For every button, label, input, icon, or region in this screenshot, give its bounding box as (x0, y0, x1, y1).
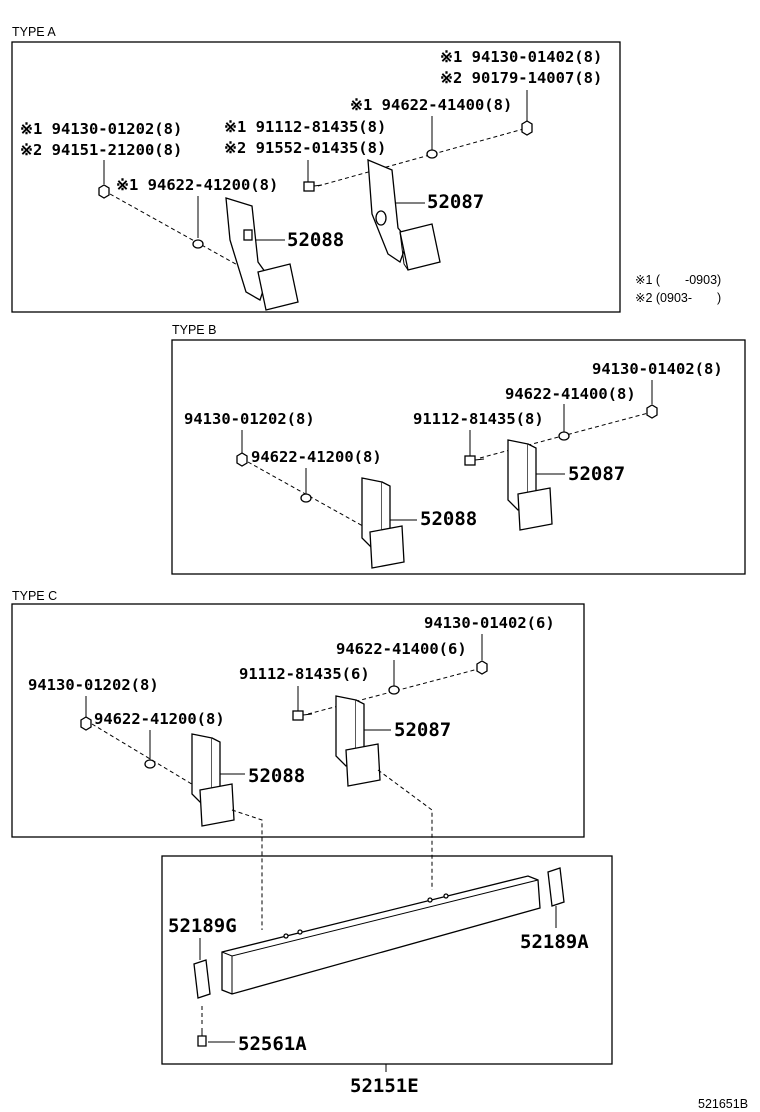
type-c-label-5: 94622-41200(8) (94, 710, 225, 728)
type-a-heading: TYPE A (12, 25, 56, 39)
nut-icon (646, 404, 658, 419)
type-a-label-3: ※1 94622-41400(8) (350, 96, 512, 114)
washer-icon (300, 493, 312, 503)
type-a-label-7: ※2 91552-01435(8) (224, 139, 386, 157)
type-a-label-5: ※2 94151-21200(8) (20, 141, 182, 159)
washer-icon (388, 685, 400, 695)
type-c-label-3: 91112-81435(6) (239, 665, 370, 683)
type-a-label-2: ※2 90179-14007(8) (440, 69, 602, 87)
type-c-frame (11, 603, 585, 838)
washer-icon (426, 149, 438, 159)
part-52088-a: 52088 (287, 229, 344, 251)
part-52189a: 52189A (520, 931, 589, 953)
type-b-label-3: 91112-81435(8) (413, 410, 544, 428)
screw-icon (197, 1035, 207, 1047)
bolt-icon (303, 181, 315, 192)
part-52189g: 52189G (168, 915, 237, 937)
diagram-id: 521651B (698, 1097, 748, 1111)
type-c-label-4: 94130-01202(8) (28, 676, 159, 694)
bolt-icon (292, 710, 304, 721)
nut-icon (521, 120, 533, 136)
part-52087-c: 52087 (394, 719, 451, 741)
nut-icon (476, 660, 488, 675)
type-c-label-2: 94622-41400(6) (336, 640, 467, 658)
washer-icon (144, 759, 156, 769)
type-c-label-1: 94130-01402(6) (424, 614, 555, 632)
bumper-frame (161, 855, 613, 1065)
type-b-frame (171, 339, 746, 575)
type-a-label-6: ※1 91112-81435(8) (224, 118, 386, 136)
end-cap-right-icon (547, 867, 565, 907)
type-b-heading: TYPE B (172, 323, 216, 337)
nut-icon (80, 716, 92, 731)
type-b-label-5: 94622-41200(8) (251, 448, 382, 466)
part-52151e: 52151E (350, 1075, 419, 1097)
part-52561a: 52561A (238, 1033, 307, 1055)
nut-icon (236, 452, 248, 467)
bolt-icon (464, 455, 476, 466)
type-b-label-1: 94130-01402(8) (592, 360, 723, 378)
note-2: ※2 (0903- ) (635, 291, 721, 305)
type-b-label-4: 94130-01202(8) (184, 410, 315, 428)
washer-icon (192, 239, 204, 249)
part-52088-b: 52088 (420, 508, 477, 530)
type-c-heading: TYPE C (12, 589, 57, 603)
part-52087-a: 52087 (427, 191, 484, 213)
washer-icon (558, 431, 570, 441)
note-1: ※1 ( -0903) (635, 273, 721, 287)
part-52088-c: 52088 (248, 765, 305, 787)
type-b-label-2: 94622-41400(8) (505, 385, 636, 403)
part-52087-b: 52087 (568, 463, 625, 485)
bumper-bar-icon (221, 875, 541, 995)
type-a-label-4: ※1 94130-01202(8) (20, 120, 182, 138)
type-a-label-8: ※1 94622-41200(8) (116, 176, 278, 194)
type-a-label-1: ※1 94130-01402(8) (440, 48, 602, 66)
nut-icon (98, 184, 110, 199)
type-a-frame (11, 41, 621, 313)
end-cap-left-icon (193, 959, 211, 999)
